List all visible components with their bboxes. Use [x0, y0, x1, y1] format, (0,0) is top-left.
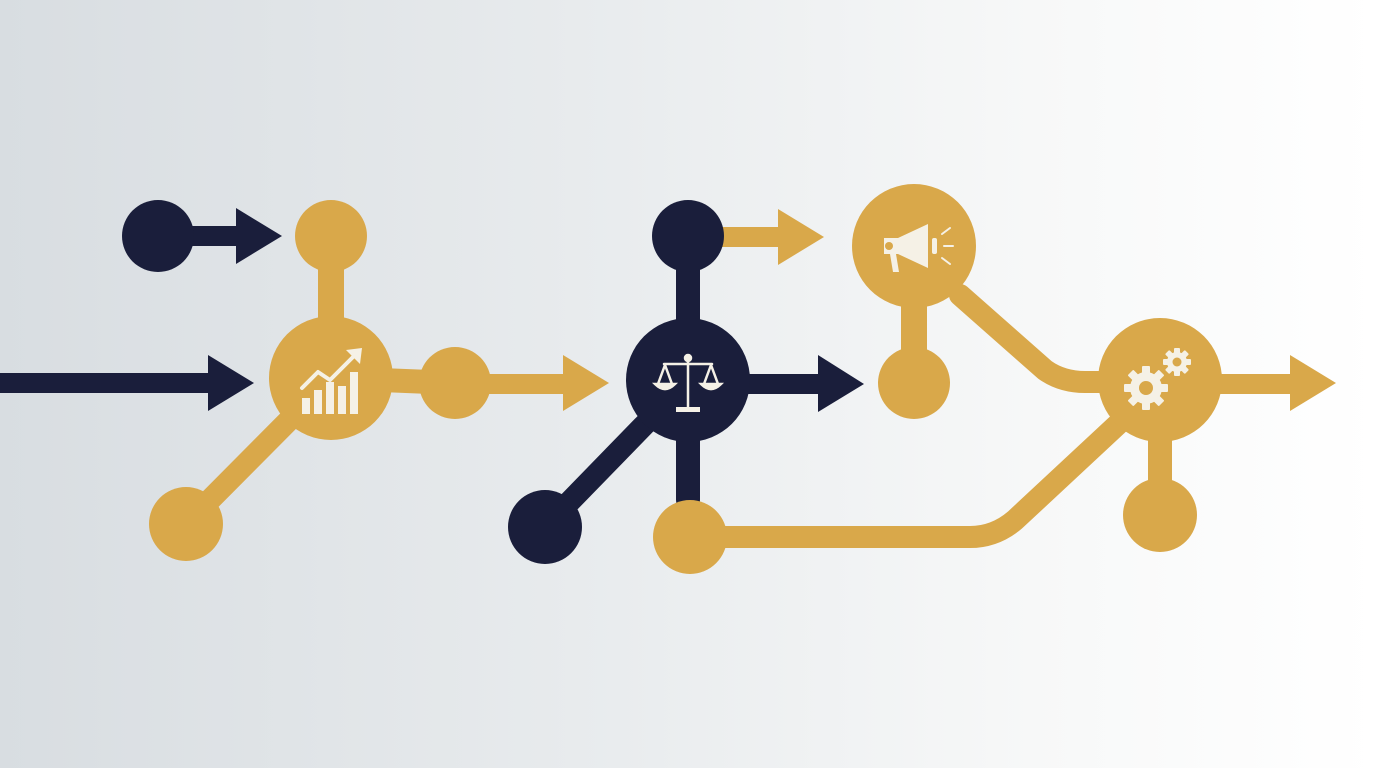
connector-announce-to-process	[949, 284, 1171, 393]
growth-chart-icon	[300, 348, 362, 414]
node-balance-top	[652, 200, 724, 272]
hub-growth	[269, 316, 393, 440]
gears-icon	[1124, 348, 1191, 410]
hub-process	[1098, 318, 1222, 442]
hub-announce	[852, 184, 976, 308]
megaphone-icon	[884, 224, 954, 272]
node-growth-top	[295, 200, 367, 272]
entry-arrow	[0, 355, 254, 411]
node-balance-bottom-left	[508, 490, 582, 564]
node-growth-bottom-left	[149, 487, 223, 561]
node-top-left	[122, 200, 194, 272]
node-announce-bottom	[878, 347, 950, 419]
connector-bottom-loop	[679, 374, 1171, 548]
node-process-bottom	[1123, 478, 1197, 552]
hub-balance	[626, 318, 750, 442]
nodes	[122, 200, 1197, 574]
node-growth-right	[419, 347, 491, 419]
scales-icon	[651, 353, 725, 412]
node-loop-start	[653, 500, 727, 574]
